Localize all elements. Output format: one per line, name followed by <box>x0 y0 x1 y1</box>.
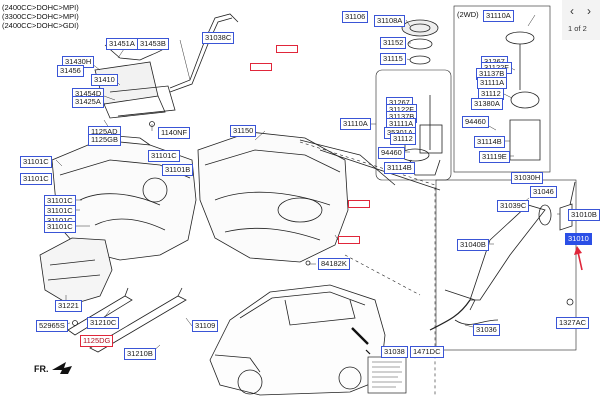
vehicle-illustration <box>209 284 386 396</box>
callout-1471dc[interactable]: 1471DC <box>410 346 444 358</box>
variant-2wd-label: (2WD) <box>457 10 479 19</box>
callout-31038[interactable]: 31038 <box>381 346 408 358</box>
callout-31101c[interactable]: 31101C <box>148 150 180 162</box>
callout-31040b[interactable]: 31040B <box>457 239 489 251</box>
callout-31210c[interactable]: 31210C <box>87 317 120 329</box>
callout-31453b[interactable]: 31453B <box>137 38 169 50</box>
callout-31101c[interactable]: 31101C <box>44 221 76 233</box>
callout-52965s[interactable]: 52965S <box>36 320 68 332</box>
red-arrow-icon <box>574 246 583 271</box>
callout-31030h[interactable]: 31030H <box>511 172 544 184</box>
callout-1125gb[interactable]: 1125GB <box>88 134 121 146</box>
heat-shield <box>39 237 113 306</box>
callout-31114b[interactable]: 31114B <box>384 162 415 174</box>
callout-31221[interactable]: 31221 <box>55 300 82 312</box>
callout-31119e[interactable]: 31119E <box>479 151 510 163</box>
callout-31152[interactable]: 31152 <box>380 37 407 49</box>
fuel-info-plate <box>367 356 407 394</box>
engine-variant-2: (3300CC>DOHC>MPI) <box>2 12 79 21</box>
tank-straps <box>67 287 187 353</box>
callout-31036[interactable]: 31036 <box>473 324 500 336</box>
callout-31108a[interactable]: 31108A <box>374 15 406 27</box>
callout-31114b[interactable]: 31114B <box>474 136 505 148</box>
page-indicator: 1 of 2 <box>568 24 587 33</box>
callout-red-empty[interactable] <box>338 236 360 244</box>
callout-31380a[interactable]: 31380A <box>471 98 503 110</box>
callout-31010[interactable]: 31010 <box>565 233 592 245</box>
callout-red-empty[interactable] <box>348 200 370 208</box>
callout-31110a[interactable]: 31110A <box>340 118 371 130</box>
callout-1125dg[interactable]: 1125DG <box>80 335 114 347</box>
callout-31110a[interactable]: 31110A <box>483 10 514 22</box>
callout-31101b[interactable]: 31101B <box>162 164 194 176</box>
callout-31451a[interactable]: 31451A <box>106 38 138 50</box>
pump-2wd-box <box>453 5 551 173</box>
callout-31456[interactable]: 31456 <box>57 65 84 77</box>
engine-variant-1: (2400CC>DOHC>MPI) <box>2 3 79 12</box>
callout-31039c[interactable]: 31039C <box>497 200 530 212</box>
engine-variant-3: (2400CC>DOHC>GDI) <box>2 21 79 30</box>
callout-31010b[interactable]: 31010B <box>568 209 600 221</box>
callout-31150[interactable]: 31150 <box>230 125 257 137</box>
prev-page-icon[interactable]: ‹ <box>570 4 574 18</box>
callout-red-empty[interactable] <box>276 45 298 53</box>
callout-31109[interactable]: 31109 <box>192 320 219 332</box>
front-direction-label: FR. <box>34 364 49 374</box>
callout-31046[interactable]: 31046 <box>530 186 557 198</box>
filler-hose <box>429 299 471 331</box>
fuel-tank-center <box>197 131 441 263</box>
pagination-panel: ‹ › 1 of 2 <box>562 0 600 40</box>
callout-31112[interactable]: 31112 <box>390 133 416 145</box>
callout-1140nf[interactable]: 1140NF <box>158 127 191 139</box>
callout-31101c[interactable]: 31101C <box>20 156 52 168</box>
callout-31410[interactable]: 31410 <box>91 74 118 86</box>
callout-red-empty[interactable] <box>250 63 272 71</box>
callout-31115[interactable]: 31115 <box>380 53 406 65</box>
next-page-icon[interactable]: › <box>587 4 591 18</box>
canister-assembly <box>94 13 239 119</box>
front-arrow-icon <box>52 362 72 374</box>
callout-31425a[interactable]: 31425A <box>72 96 104 108</box>
callout-31106[interactable]: 31106 <box>342 11 369 23</box>
callout-1327ac[interactable]: 1327AC <box>556 317 590 329</box>
callout-31210b[interactable]: 31210B <box>124 348 156 360</box>
callout-31038c[interactable]: 31038C <box>202 32 235 44</box>
callout-31101c[interactable]: 31101C <box>20 173 52 185</box>
callout-94460[interactable]: 94460 <box>378 147 405 159</box>
engine-variants: (2400CC>DOHC>MPI) (3300CC>DOHC>MPI) (240… <box>2 3 79 30</box>
callout-84182k[interactable]: 84182K <box>318 258 350 270</box>
callout-94460[interactable]: 94460 <box>462 116 489 128</box>
